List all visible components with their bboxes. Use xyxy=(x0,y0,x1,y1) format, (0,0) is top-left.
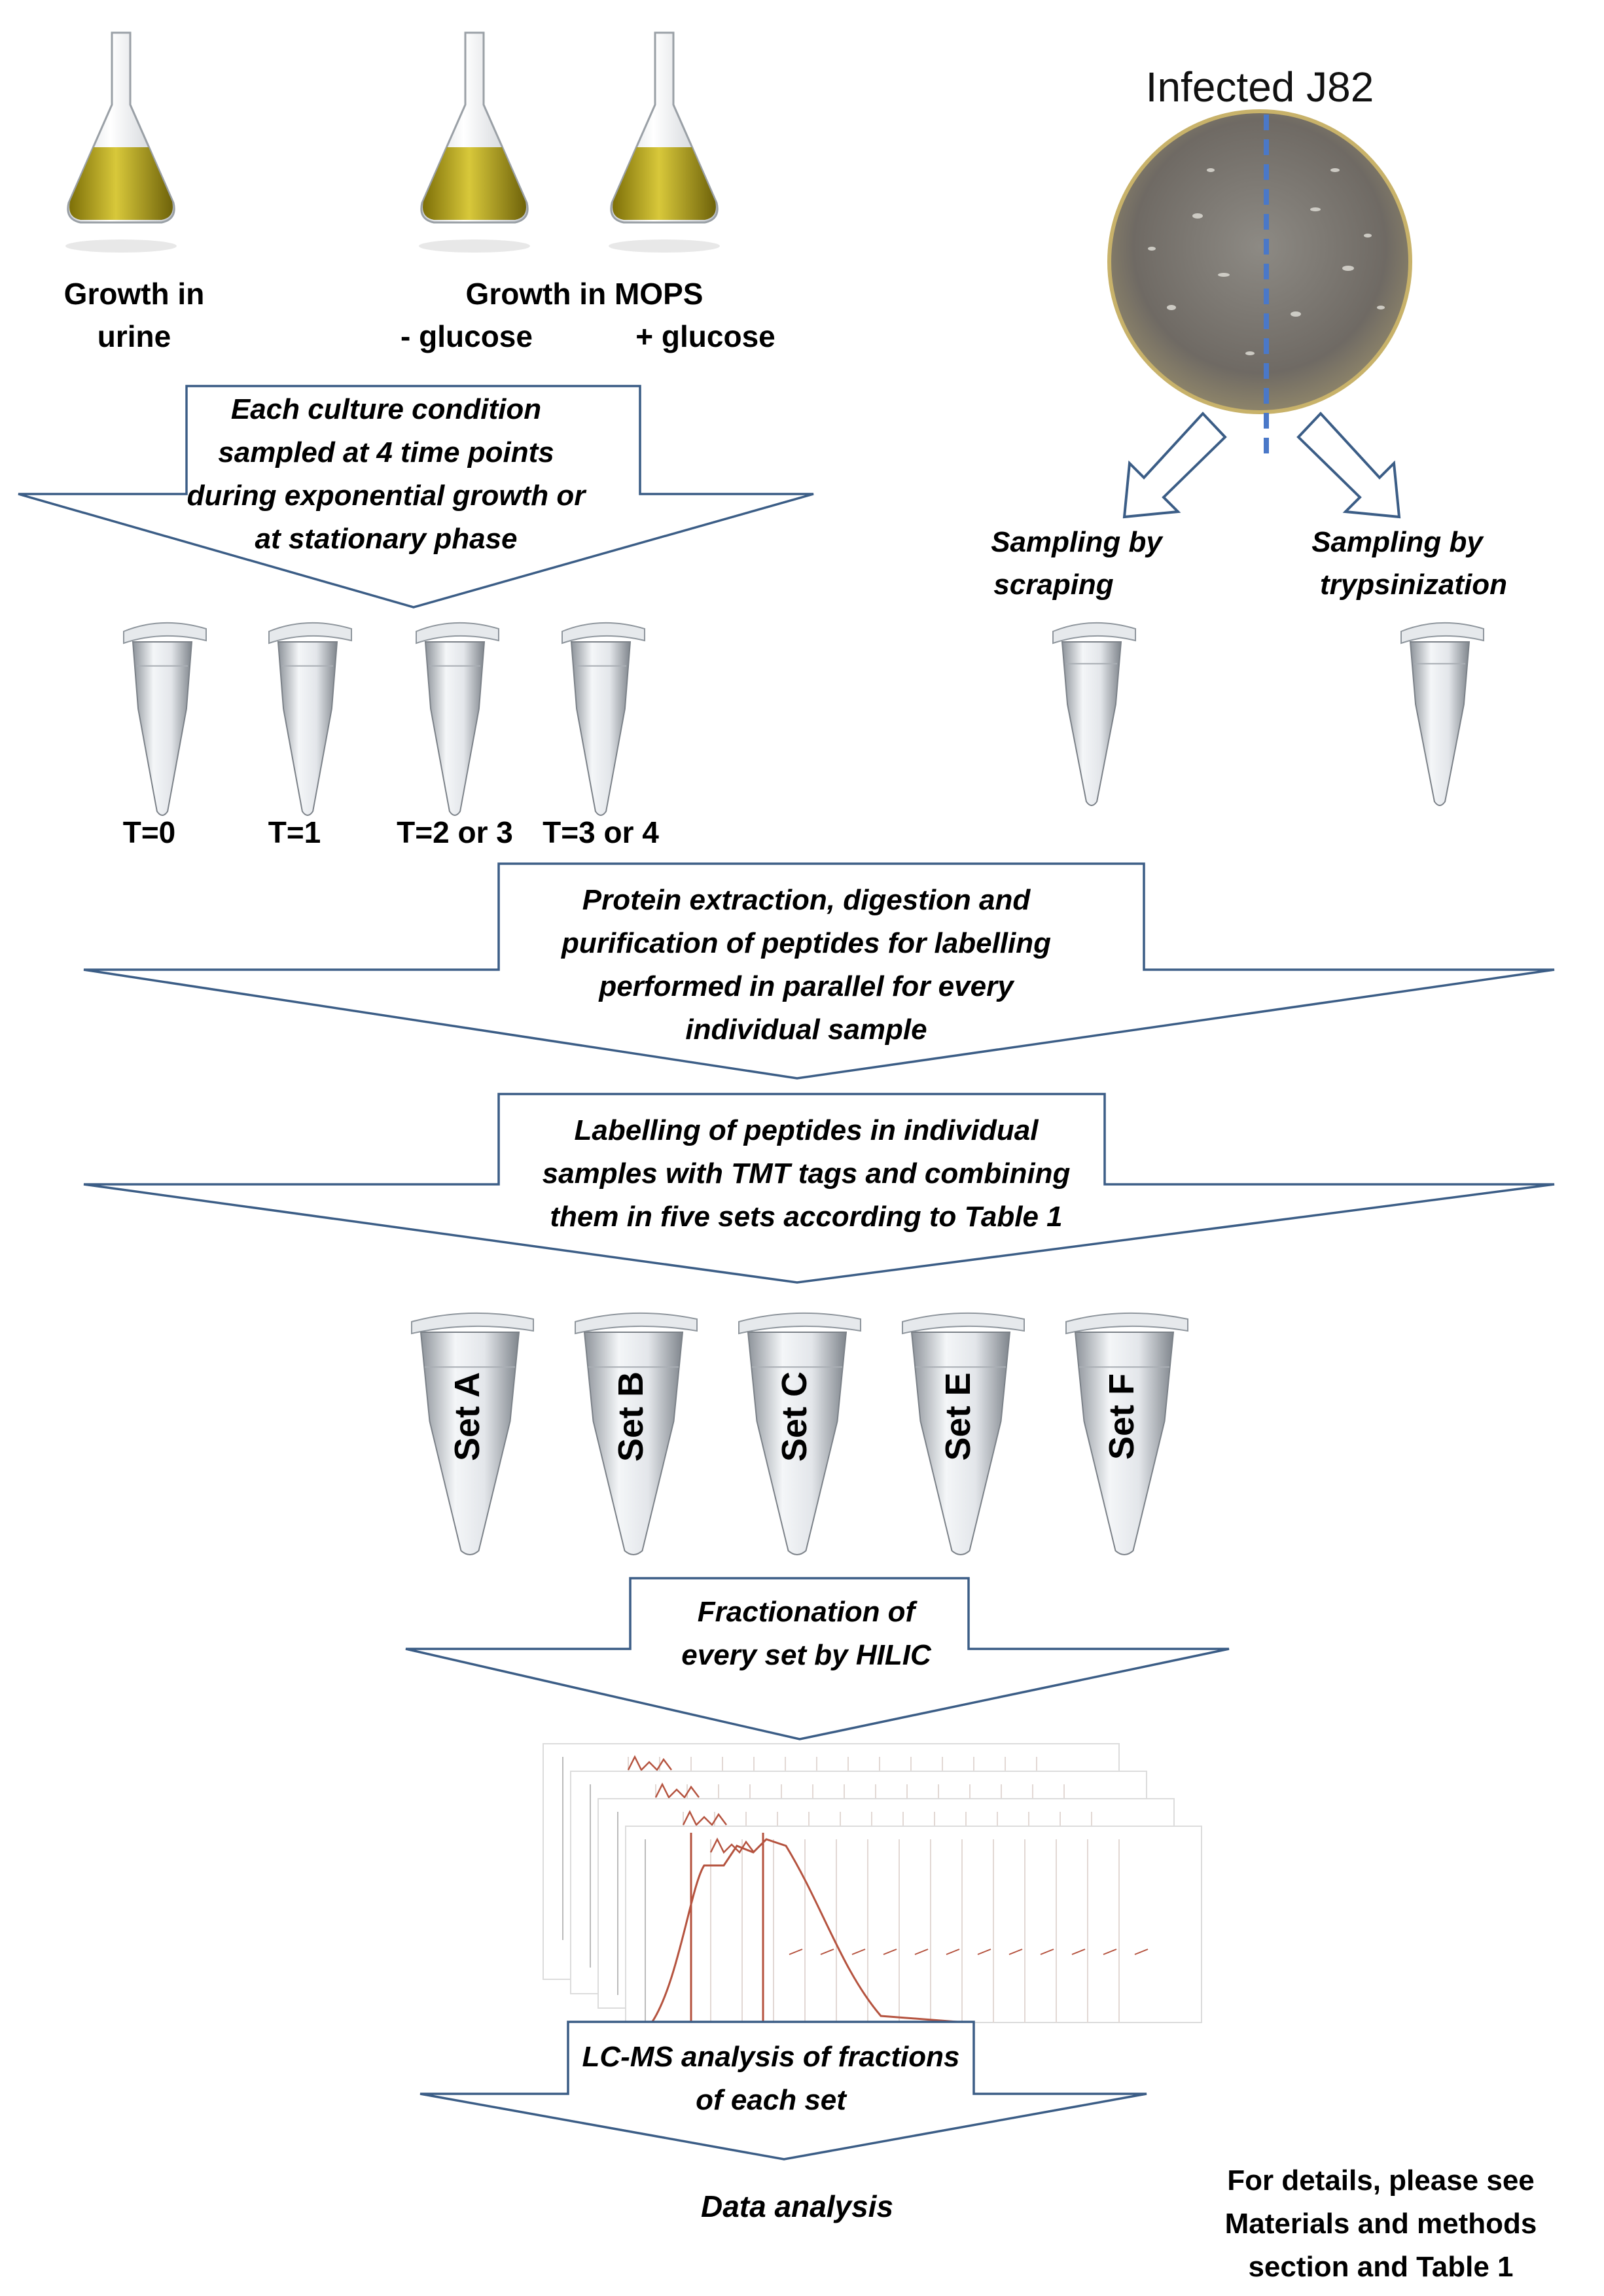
arrow-extraction-line4: individual sample xyxy=(685,1014,927,1046)
data-analysis-label: Data analysis xyxy=(701,2189,893,2223)
details-line2: Materials and methods xyxy=(1225,2208,1537,2240)
arrow-labelling-line3: them in five sets according to Table 1 xyxy=(550,1201,1062,1233)
time-tube-2 xyxy=(416,622,499,816)
set-label: Set E xyxy=(938,1372,978,1460)
trypsin-label-line2: trypsinization xyxy=(1320,569,1507,601)
set-tube-1 xyxy=(575,1312,698,1555)
urine-label-line2: urine xyxy=(98,319,171,353)
time-tube-1 xyxy=(268,622,352,816)
scraping-label-line1: Sampling by xyxy=(991,526,1164,558)
set-tube-4 xyxy=(1065,1312,1188,1555)
arrow-sampling-line2: sampled at 4 time points xyxy=(218,436,554,468)
time-point-label: T=3 or 4 xyxy=(543,815,659,849)
arrow-extraction-line2: purification of peptides for labelling xyxy=(561,927,1051,959)
arrow-lcms-line2: of each set xyxy=(696,2084,847,2116)
arrow-lcms xyxy=(419,2021,1147,2161)
arrow-extraction xyxy=(83,862,1555,1080)
time-tube-3 xyxy=(561,622,645,816)
arrow-labelling-line2: samples with TMT tags and combining xyxy=(543,1157,1071,1190)
arrow-sampling xyxy=(18,385,814,609)
scraping-arrow-icon xyxy=(1122,412,1227,519)
arrow-sampling-line1: Each culture condition xyxy=(231,393,541,425)
plus-glucose-label: + glucose xyxy=(635,319,775,353)
set-label: Set C xyxy=(775,1371,814,1462)
arrow-extraction-line1: Protein extraction, digestion and xyxy=(582,884,1031,916)
trypsin-arrow-icon xyxy=(1296,412,1401,519)
details-line3: section and Table 1 xyxy=(1248,2251,1513,2283)
chromatogram-trace xyxy=(651,1838,967,2024)
set-label: Set F xyxy=(1102,1373,1141,1460)
scraping-label-line2: scraping xyxy=(993,569,1114,601)
details-line1: For details, please see xyxy=(1227,2164,1535,2197)
set-label: Set A xyxy=(448,1372,487,1461)
time-point-label: T=0 xyxy=(123,815,176,849)
arrow-fractionation xyxy=(405,1577,1230,1740)
chromatogram-panel xyxy=(625,1826,1202,2023)
time-point-label: T=1 xyxy=(268,815,321,849)
arrow-sampling-line4: at stationary phase xyxy=(255,523,517,555)
arrow-labelling xyxy=(83,1093,1555,1284)
flask-urine xyxy=(65,31,177,253)
trypsin-tube xyxy=(1400,622,1484,806)
time-point-tubes: T=0 T=1 T=2 or 3 T=3 or 4 xyxy=(123,622,659,849)
set-tube-3 xyxy=(902,1312,1025,1555)
set-label: Set B xyxy=(611,1371,651,1462)
arrow-sampling-text: Each culture condition sampled at 4 time… xyxy=(187,393,588,555)
arrow-fractionation-line2: every set by HILIC xyxy=(681,1639,932,1671)
mops-label: Growth in MOPS xyxy=(466,277,704,311)
minus-glucose-label: - glucose xyxy=(401,319,533,353)
trypsin-label-line1: Sampling by xyxy=(1311,526,1484,558)
arrow-sampling-line3: during exponential growth or xyxy=(187,480,588,512)
flask-mops-minus-glucose xyxy=(419,31,530,253)
arrow-extraction-line3: performed in parallel for every xyxy=(598,970,1015,1002)
set-tubes: Set A Set B Set C Set E Set F xyxy=(411,1312,1188,1555)
time-point-label: T=2 or 3 xyxy=(397,815,513,849)
culture-dish xyxy=(1107,109,1412,458)
hilic-chromatograms xyxy=(543,1743,1202,2036)
time-tube-0 xyxy=(123,622,207,816)
set-tube-2 xyxy=(738,1312,861,1555)
infected-sample-tubes xyxy=(1052,622,1484,806)
infected-title: Infected J82 xyxy=(1146,63,1374,111)
arrow-labelling-line1: Labelling of peptides in individual xyxy=(575,1114,1039,1146)
arrow-fractionation-line1: Fractionation of xyxy=(698,1596,918,1628)
arrow-lcms-line1: LC-MS analysis of fractions xyxy=(582,2041,959,2073)
scraping-tube xyxy=(1052,622,1136,806)
urine-label-line1: Growth in xyxy=(64,277,205,311)
set-tube-0 xyxy=(411,1312,534,1555)
flask-mops-plus-glucose xyxy=(609,31,720,253)
